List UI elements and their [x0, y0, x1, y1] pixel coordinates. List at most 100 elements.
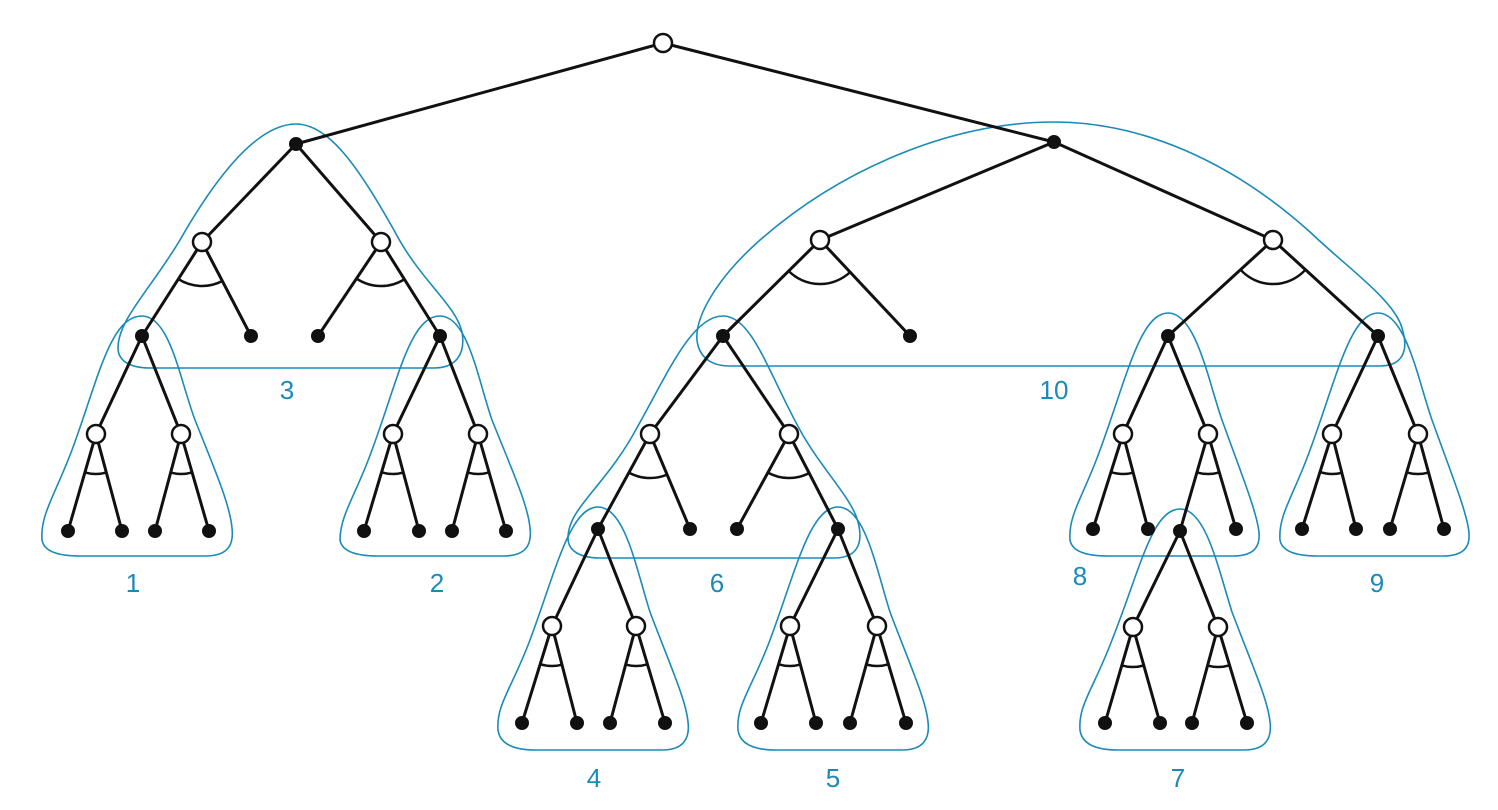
edge-g4a-l9 [520, 624, 554, 725]
or-node-g5b [866, 615, 888, 637]
edge-A1a-g1b [140, 334, 183, 436]
group-outline-3 [117, 123, 464, 369]
edge-C1a-g4a [550, 527, 600, 628]
and-node-l28 [1437, 522, 1451, 536]
and-arcs [84, 268, 1429, 669]
and-node-A2a [311, 329, 325, 343]
or-node-g7b [1207, 616, 1229, 638]
group-label-3: 3 [280, 375, 294, 405]
and-arc-g7a [1121, 664, 1145, 669]
group-labels: 1 2 3 4 5 6 7 8 9 10 [126, 375, 1384, 793]
and-arc-g4b [625, 663, 648, 668]
edge-B2a-g8b [1166, 334, 1210, 436]
or-node-g8b [1197, 423, 1219, 445]
edge-A-A1 [200, 142, 298, 244]
or-node-g1b [170, 423, 192, 445]
and-node-l9 [515, 716, 529, 730]
edge-B-B2 [1052, 140, 1275, 242]
edge-C1a-g4b [596, 527, 638, 628]
and-arc-A1 [177, 278, 223, 288]
and-node-A [289, 137, 303, 151]
and-node-l22 [1153, 716, 1167, 730]
edge-g9b-l27 [1388, 432, 1420, 531]
and-arc-g2b [467, 471, 490, 476]
group-outline-7 [1079, 508, 1272, 751]
group-label-9: 9 [1370, 568, 1384, 598]
edge-g8a-l18 [1121, 432, 1150, 531]
edge-A2-A2a [316, 240, 383, 338]
edge-B2-B2b [1271, 238, 1380, 338]
and-arc-C2 [767, 471, 810, 480]
edge-g2b-l8 [476, 432, 508, 533]
and-node-B1a [716, 329, 730, 343]
group-outline-4 [497, 506, 690, 751]
and-node-l17 [1086, 522, 1100, 536]
and-node-C1b [683, 522, 697, 536]
edge-g9a-l25 [1300, 432, 1334, 531]
and-node-l5 [357, 524, 371, 538]
and-node-l8 [499, 524, 513, 538]
or-node-A2 [370, 231, 392, 253]
edge-g9b-l28 [1416, 432, 1446, 531]
and-node-l26 [1349, 522, 1363, 536]
and-arc-C1 [628, 471, 668, 480]
edge-g5b-l16 [875, 624, 908, 725]
edge-C2-C2b [787, 432, 840, 531]
group-outline-6 [567, 315, 861, 559]
and-node-C2b [831, 522, 845, 536]
edge-n19-g7a [1131, 529, 1182, 629]
edge-g2a-l6 [391, 432, 421, 533]
and-node-l16 [899, 716, 913, 730]
edge-g2b-l7 [450, 432, 480, 533]
edge-C2b-g5a [788, 527, 840, 628]
and-arc-g9a [1319, 470, 1343, 476]
edge-B2a-g8a [1121, 334, 1170, 436]
edge-A1a-g1a [94, 334, 144, 436]
and-node-l4 [202, 524, 216, 538]
edge-A1-A1a [140, 240, 204, 338]
and-node-l1 [61, 524, 75, 538]
and-node-B [1047, 135, 1061, 149]
edge-root-B [661, 41, 1056, 144]
edge-B2-B2a [1166, 238, 1275, 338]
and-arc-g7b [1207, 664, 1230, 669]
or-node-g2b [467, 423, 489, 445]
or-node-C1 [639, 423, 661, 445]
edge-g1a-l1 [66, 432, 98, 533]
and-arc-g1b [170, 471, 193, 476]
and-node-l25 [1295, 522, 1309, 536]
and-node-B2a [1161, 329, 1175, 343]
and-arc-A2 [355, 277, 406, 288]
edge-g7b-l23 [1190, 625, 1220, 725]
and-arc-B1 [787, 270, 851, 286]
or-node-g1a [85, 423, 107, 445]
edge-g5b-l15 [848, 624, 879, 725]
and-arc-g9b [1406, 471, 1429, 476]
edge-g7b-l24 [1216, 625, 1249, 725]
edge-g7a-l21 [1103, 625, 1135, 725]
edge-B2b-g9b [1376, 334, 1420, 436]
and-node-l20 [1229, 522, 1243, 536]
group-outline-9 [1279, 312, 1470, 557]
group-outline-8 [1069, 312, 1260, 557]
edge-g8a-l17 [1091, 432, 1125, 531]
and-arc-g8b [1196, 471, 1220, 476]
or-node-g7a [1122, 616, 1144, 638]
and-node-l2 [115, 524, 129, 538]
and-node-l3 [148, 524, 162, 538]
edge-g5a-l14 [788, 624, 818, 725]
and-node-C2a [730, 522, 744, 536]
and-node-A2b [433, 329, 447, 343]
and-node-l15 [843, 716, 857, 730]
and-node-l14 [809, 716, 823, 730]
or-node-g2a [382, 423, 404, 445]
group-label-4: 4 [587, 763, 601, 793]
and-node-A1b [244, 329, 258, 343]
edge-B1-B1b [818, 238, 912, 338]
edge-B1-B1a [721, 238, 822, 338]
edge-A2b-g2a [391, 334, 442, 436]
group-label-7: 7 [1171, 763, 1185, 793]
edge-g2a-l5 [362, 432, 395, 533]
and-node-n19 [1173, 524, 1187, 538]
